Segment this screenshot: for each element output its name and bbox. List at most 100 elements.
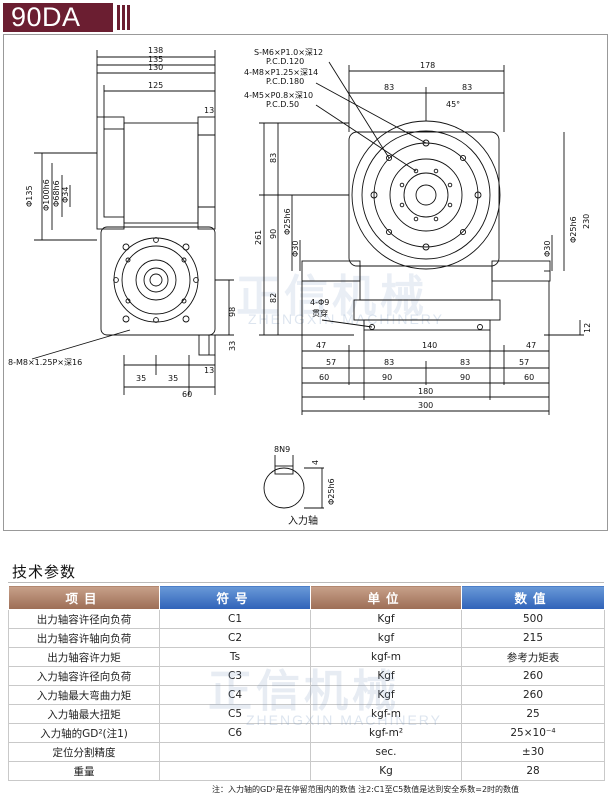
row-unit: kgf-m	[310, 704, 462, 724]
side-flange	[96, 116, 125, 230]
front-housing	[348, 131, 500, 267]
dim-label: Φ68h6	[52, 180, 61, 207]
dim-label: 13	[204, 366, 214, 375]
row-symbol: C2	[159, 628, 311, 648]
dim-label: Φ25h6	[327, 478, 336, 505]
row-value: 28	[461, 761, 605, 781]
callout: 4-M5×P0.8×深10	[244, 91, 313, 100]
dim-label: 300	[418, 401, 433, 410]
dim-label: 135	[148, 55, 163, 64]
row-symbol: Ts	[159, 647, 311, 667]
dim-label: Φ34	[61, 187, 70, 203]
dim-label: 8N9	[274, 445, 290, 454]
dim-label: 4	[311, 460, 320, 465]
row-item: 入力轴最大扭矩	[8, 704, 160, 724]
input-shaft-section	[263, 467, 305, 509]
side-body	[123, 122, 199, 224]
row-value: 25	[461, 704, 605, 724]
table-row: 出力轴容许力矩 Ts kgf-m 参考力矩表	[8, 647, 605, 667]
row-unit: Kgf	[310, 666, 462, 686]
dim-label: 60	[319, 373, 329, 382]
page-header: 90DA	[0, 0, 612, 36]
dim-label: 130	[148, 63, 163, 72]
table-row: 入力轴最大弯曲力矩 C4 Kgf 260	[8, 685, 605, 705]
title-stripe	[117, 5, 120, 30]
row-item: 入力轴最大弯曲力矩	[8, 685, 160, 705]
hole-note: 4-Φ9	[310, 298, 329, 307]
row-value: 260	[461, 685, 605, 705]
table-row: 入力轴容许径向负荷 C3 Kgf 260	[8, 666, 605, 686]
footnote: 注：入力轴的GD²是在停留范围内的数值 注2:C1至C5数值是达到安全系数=2时…	[212, 785, 520, 794]
dim-label: Φ30	[543, 241, 552, 257]
row-item: 入力轴的GD²(注1)	[8, 723, 160, 743]
row-item: 入力轴容许径向负荷	[8, 666, 160, 686]
table-row: 入力轴的GD²(注1) C6 kgf-m² 25×10⁻⁴	[8, 723, 605, 743]
row-item: 出力轴容许轴向负荷	[8, 628, 160, 648]
section-title: 技术参数	[12, 563, 77, 581]
dim-label: 47	[526, 341, 536, 350]
row-value: 500	[461, 609, 605, 629]
dim-label: 180	[418, 387, 433, 396]
dim-label: Φ135	[25, 185, 34, 207]
row-value: ±30	[461, 742, 605, 762]
dim-label: 140	[422, 341, 437, 350]
dim-label: 35	[168, 374, 178, 383]
row-symbol	[159, 761, 311, 781]
row-symbol: C1	[159, 609, 311, 629]
row-value: 25×10⁻⁴	[461, 723, 605, 743]
technical-drawing: 正信机械 ZHENGXIN MACHINERY	[3, 34, 608, 531]
dim-label: 98	[228, 307, 237, 317]
model-title: 90DA	[3, 3, 113, 32]
callout: P.C.D.50	[266, 100, 299, 109]
row-item: 重量	[8, 761, 160, 781]
dim-label: 35	[136, 374, 146, 383]
row-symbol: C5	[159, 704, 311, 724]
row-unit: kgf-m²	[310, 723, 462, 743]
row-symbol	[159, 742, 311, 762]
callout: P.C.D.120	[266, 57, 304, 66]
dim-label: 90	[382, 373, 392, 382]
row-item: 定位分割精度	[8, 742, 160, 762]
table-row: 出力轴容许轴向负荷 C2 kgf 215	[8, 628, 605, 648]
dim-label: 83	[384, 83, 394, 92]
row-item: 出力轴容许径向负荷	[8, 609, 160, 629]
callout: 4-M8×P1.25×深14	[244, 68, 318, 77]
table-header-row: 项目 符号 单位 数值	[8, 585, 605, 610]
dim-label: Φ25h6	[283, 208, 292, 235]
dim-label: Φ25h6	[569, 216, 578, 243]
dim-label: 261	[254, 230, 263, 245]
drawing-svg: 138 135 130 125 13 Φ135 Φ100h6 Φ68h6 Φ34…	[8, 46, 592, 527]
table-row: 入力轴最大扭矩 C5 kgf-m 25	[8, 704, 605, 724]
row-unit: sec.	[310, 742, 462, 762]
row-unit: Kgf	[310, 609, 462, 629]
callout: P.C.D.180	[266, 77, 304, 86]
table-row: 出力轴容许径向负荷 C1 Kgf 500	[8, 609, 605, 629]
dim-label: 230	[582, 214, 591, 229]
side-cap	[197, 116, 216, 230]
dim-label: 178	[420, 61, 435, 70]
row-value: 260	[461, 666, 605, 686]
dim-label: 47	[316, 341, 326, 350]
header-unit: 单位	[310, 585, 462, 610]
callout: S-M6×P1.0×深12	[254, 48, 323, 57]
dim-label: 57	[326, 358, 336, 367]
row-symbol: C6	[159, 723, 311, 743]
row-unit: kgf	[310, 628, 462, 648]
row-symbol: C4	[159, 685, 311, 705]
header-symbol: 符号	[159, 585, 311, 610]
dimension-labels: 138 135 130 125 13 Φ135 Φ100h6 Φ68h6 Φ34…	[8, 46, 592, 527]
header-item: 项目	[8, 585, 160, 610]
dim-label: 83	[460, 358, 470, 367]
shaft-label: 入力轴	[288, 514, 318, 527]
front-base	[353, 299, 501, 321]
dim-label: 82	[269, 293, 278, 303]
title-stripe	[127, 5, 130, 30]
dim-label: 33	[228, 341, 237, 351]
dim-label: Φ30	[291, 241, 300, 257]
row-unit: kgf-m	[310, 647, 462, 667]
dim-label: 138	[148, 46, 163, 55]
dim-label: 90	[460, 373, 470, 382]
row-value: 参考力矩表	[461, 647, 605, 667]
table-row: 重量 Kg 28	[8, 761, 605, 781]
section-divider	[8, 582, 604, 583]
